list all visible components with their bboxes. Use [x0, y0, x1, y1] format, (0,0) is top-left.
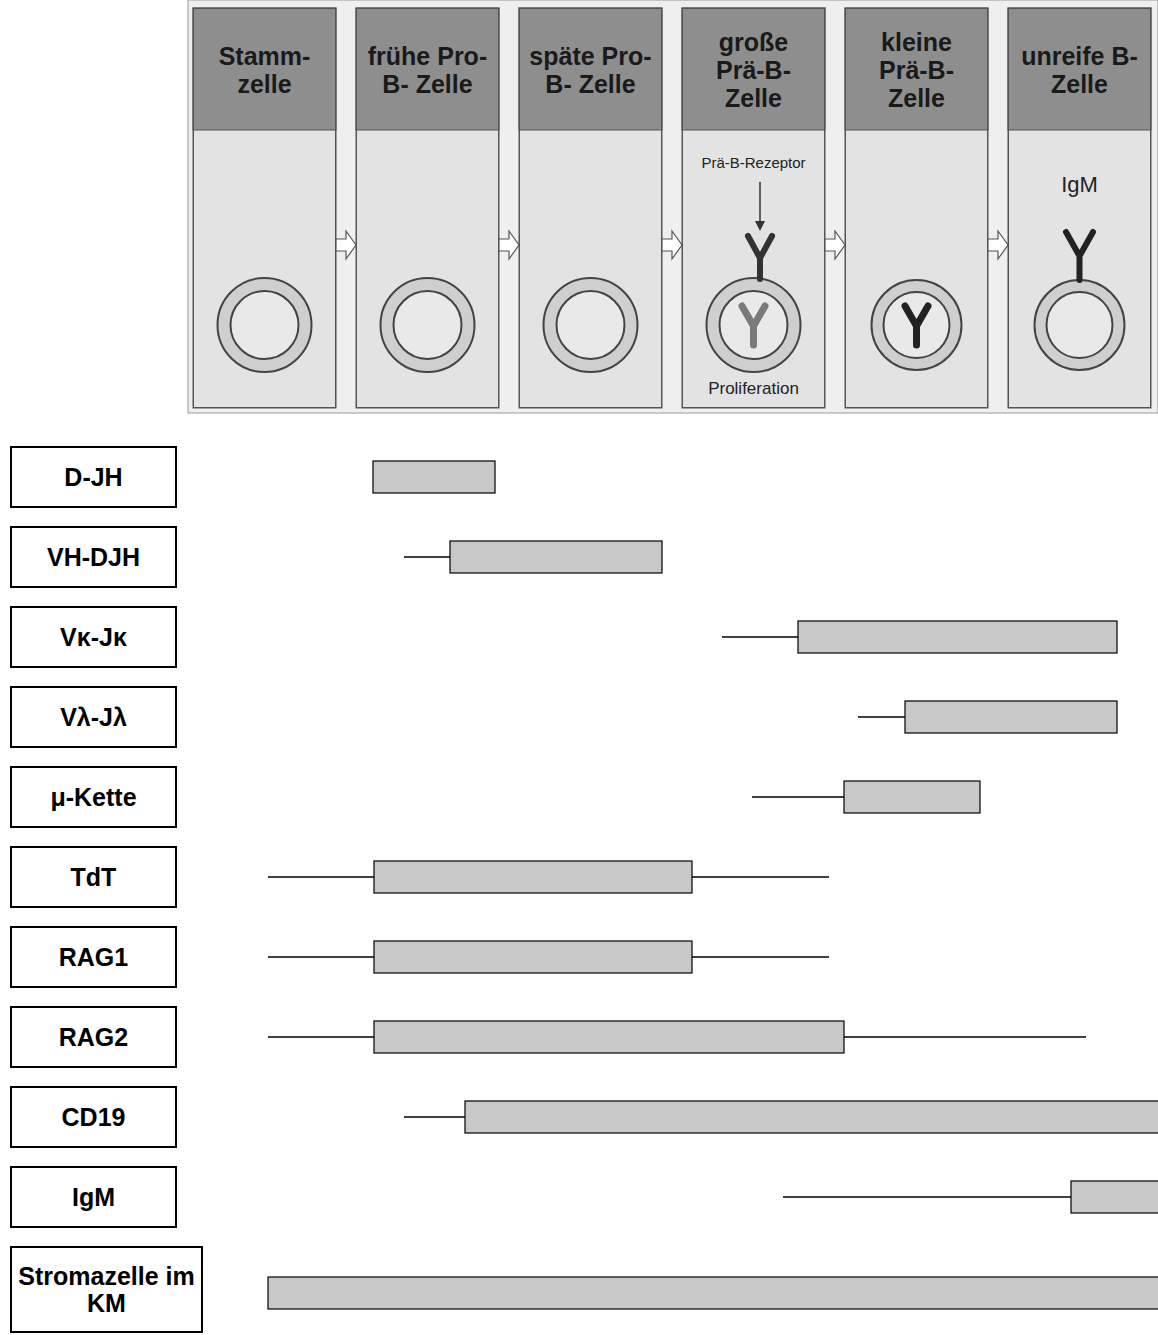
row-label: μ-Kette	[50, 784, 136, 811]
row-label: IgM	[72, 1184, 115, 1211]
row-label: VH-DJH	[47, 544, 140, 571]
stage-panel: frühe Pro-B- Zelle	[356, 8, 499, 408]
stage-arrow	[988, 231, 1008, 259]
receptor-label: Prä-B-Rezeptor	[682, 154, 825, 171]
row-label-box: CD19	[10, 1086, 177, 1148]
row-label-box: TdT	[10, 846, 177, 908]
stage-panel: kleine Prä-B- Zelle	[845, 8, 988, 408]
stage-title: kleine Prä-B- Zelle	[846, 9, 987, 131]
row-label-box: Vλ-Jλ	[10, 686, 177, 748]
row-label: TdT	[71, 864, 117, 891]
stage-arrow	[825, 231, 845, 259]
proliferation-label: Proliferation	[682, 379, 825, 399]
leader-arrow	[755, 182, 765, 231]
cell-drawings	[218, 278, 1125, 372]
stage-panel: große Prä-B- Zelle	[682, 8, 825, 408]
row-label: Vλ-Jλ	[60, 704, 127, 731]
stage-arrow	[336, 231, 356, 259]
stage-title: unreife B-Zelle	[1009, 9, 1150, 131]
stage-panels	[193, 8, 1151, 408]
figure-ground	[188, 0, 1158, 413]
stage-panel: späte Pro-B- Zelle	[519, 8, 662, 408]
row-label: Vκ-Jκ	[60, 624, 127, 651]
stage-title: große Prä-B- Zelle	[683, 9, 824, 131]
row-label: Stromazelle im KM	[12, 1263, 201, 1317]
row-label-box: RAG2	[10, 1006, 177, 1068]
row-label-box: RAG1	[10, 926, 177, 988]
stage-arrow	[499, 231, 519, 259]
row-label-box: D-JH	[10, 446, 177, 508]
row-label-box: Vκ-Jκ	[10, 606, 177, 668]
row-label-box: μ-Kette	[10, 766, 177, 828]
stage-arrow	[662, 231, 682, 259]
stage-panel: unreife B-Zelle	[1008, 8, 1151, 408]
stage-panel: Stamm- zelle	[193, 8, 336, 408]
row-label-box: VH-DJH	[10, 526, 177, 588]
stage-title: frühe Pro-B- Zelle	[357, 9, 498, 131]
expression-bars	[268, 461, 1158, 1309]
row-label: CD19	[62, 1104, 126, 1131]
row-label: RAG1	[59, 944, 128, 971]
row-label-box: Stromazelle im KM	[10, 1246, 203, 1333]
igm-label: IgM	[1008, 172, 1151, 198]
stage-title: Stamm- zelle	[194, 9, 335, 131]
row-label-box: IgM	[10, 1166, 177, 1228]
antibody-symbols	[742, 232, 1093, 345]
row-label: RAG2	[59, 1024, 128, 1051]
stage-title: späte Pro-B- Zelle	[520, 9, 661, 131]
row-label: D-JH	[64, 464, 122, 491]
